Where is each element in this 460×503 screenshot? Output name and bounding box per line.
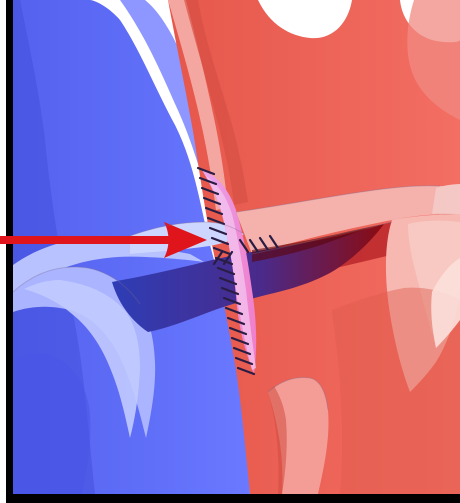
cardiac-repair-illustration	[0, 0, 460, 503]
cardiac-illustration-stage	[0, 0, 460, 503]
